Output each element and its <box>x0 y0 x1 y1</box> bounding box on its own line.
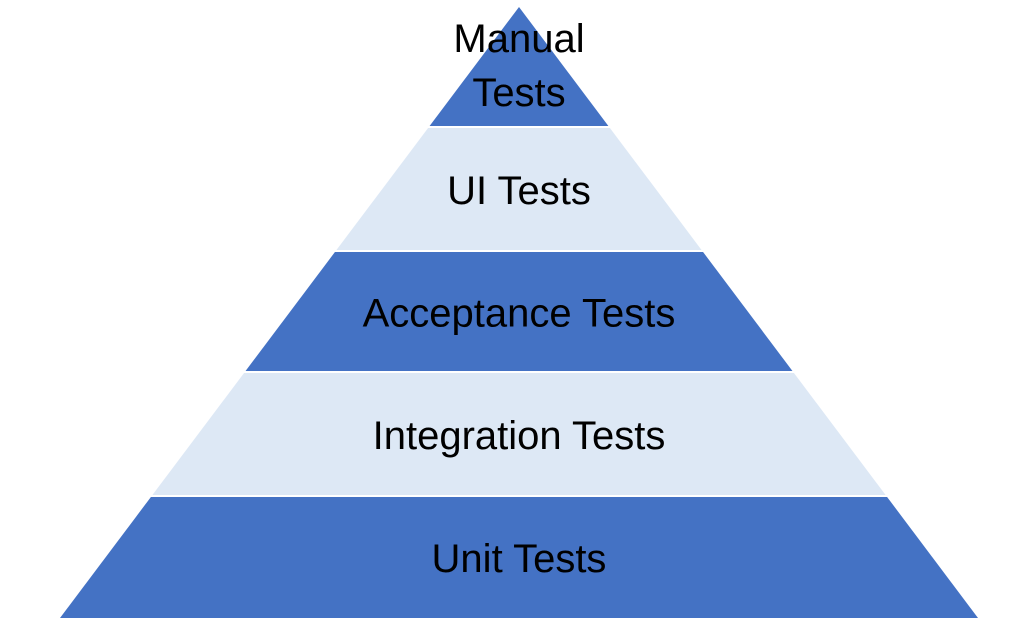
tier-manual <box>429 7 609 126</box>
tier-label-manual-line-2: Tests <box>472 71 565 115</box>
tier-acceptance <box>245 252 793 371</box>
tier-ui <box>336 128 702 250</box>
tier-label-acceptance: Acceptance Tests <box>363 292 676 336</box>
tier-label-integration: Integration Tests <box>373 414 666 458</box>
tier-integration <box>152 373 886 495</box>
tier-label-unit: Unit Tests <box>432 537 607 581</box>
tier-label-ui: UI Tests <box>447 169 591 213</box>
tier-label-manual-line-1: Manual <box>453 17 584 61</box>
pyramid-tiers <box>60 7 978 618</box>
tier-unit <box>60 497 978 618</box>
